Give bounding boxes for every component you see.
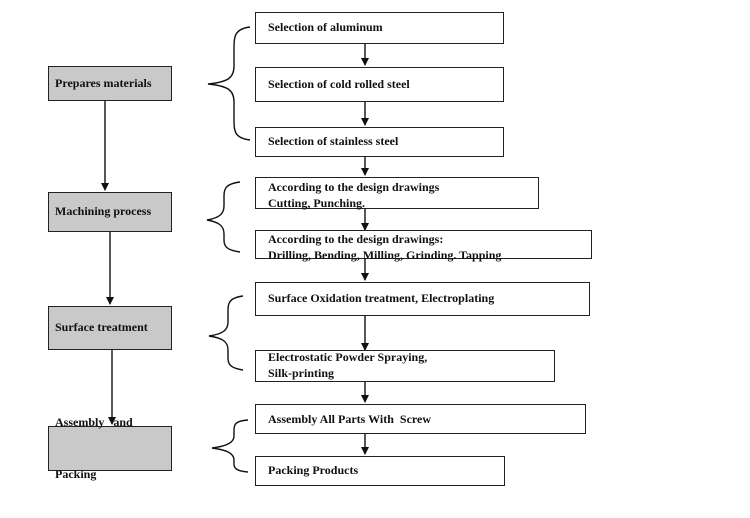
flow-connectors [101,26,369,473]
stage-assembly-label-line-2: Packing [55,466,97,481]
step-assembly-all-parts: Assembly All Parts With Screw [255,404,586,434]
step-selection-aluminum-label: Selection of aluminum [268,20,383,35]
stage-surface-treatment: Surface treatment [48,306,172,350]
step-cutting-line-2: Cutting, Punching. [268,195,366,210]
step-packing-products-label: Packing Products [268,463,359,478]
step-powder-spraying: Electrostatic Powder Spraying, Silk-prin… [255,350,555,382]
step-selection-aluminum: Selection of aluminum [255,12,504,44]
stage-machining-process: Machining process [48,192,172,232]
step-packing-products: Packing Products [255,456,505,486]
step-cutting-punching: According to the design drawings Cutting… [255,177,539,210]
step-surface-oxidation: Surface Oxidation treatment, Electroplat… [255,282,590,316]
stage-surface-treatment-label: Surface treatment [55,320,148,335]
stage-assembly-label-line-1: Assembly and [55,414,133,429]
step-selection-stainless-steel: Selection of stainless steel [255,127,504,157]
stage-assembly-and-packing: Assembly and Packing [48,415,172,481]
stage-prepares-materials: Prepares materials [48,66,172,101]
brace-machining [206,181,241,253]
step-powder-line-1: Electrostatic Powder Spraying, [268,350,428,365]
step-powder-line-2: Silk-printing [268,366,335,380]
step-surface-oxidation-label: Surface Oxidation treatment, Electroplat… [268,291,495,305]
stage-prepares-materials-label: Prepares materials [55,75,152,90]
stage-machining-process-label: Machining process [55,204,152,219]
brace-assembly [211,419,249,473]
step-drilling-line-1: According to the design drawings: [268,232,444,246]
step-drilling-line-2: Drilling, Bending, Milling, Grinding. Ta… [268,247,502,262]
step-assembly-all-parts-label: Assembly All Parts With Screw [268,412,432,426]
step-selection-cold-rolled-steel: Selection of cold rolled steel [255,67,504,102]
step-selection-cold-rolled-steel-label: Selection of cold rolled steel [268,76,410,91]
step-cutting-line-1: According to the design drawings [268,180,440,194]
step-drilling-bending: According to the design drawings: Drilli… [255,230,592,262]
brace-prepare [207,26,251,141]
step-selection-stainless-steel-label: Selection of stainless steel [268,134,399,149]
brace-surface [208,295,244,371]
